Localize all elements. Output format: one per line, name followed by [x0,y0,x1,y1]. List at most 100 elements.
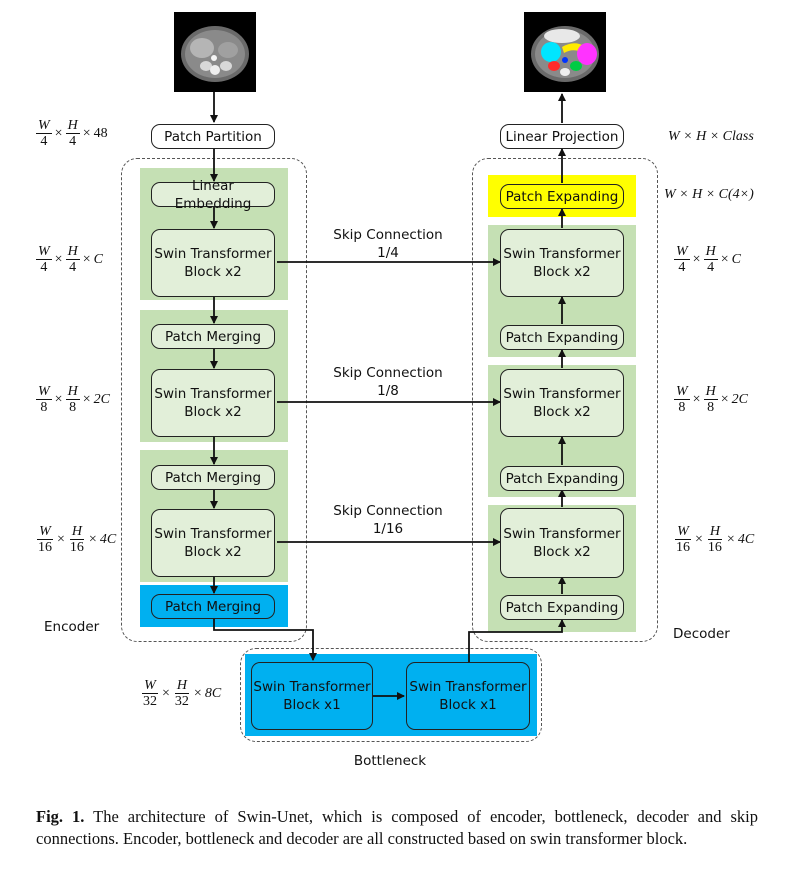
dim-enc2-c: 2C [93,391,110,407]
bottleneck-container [240,648,542,742]
dim-dec3-h: H [707,524,722,540]
caption-label: Fig. 1. [36,807,85,826]
decoder-swin-block-2: Swin Transformer Block x2 [500,369,624,437]
encoder-swin-block-2: Swin Transformer Block x2 [151,369,275,437]
dim-dec1-wd: 4 [678,260,686,275]
dim-dec1-hd: 4 [707,260,715,275]
dim-bn-h: H [174,678,189,694]
dim-dec2-h: H [703,384,718,400]
skip-2-title: Skip Connection [333,365,443,381]
dim-dec2-wd: 8 [678,400,686,415]
dim-enc2-w: W [36,384,52,400]
dim-enc1-hd: 4 [69,260,77,275]
skip-label-1: Skip Connection 1/4 [318,226,458,262]
dim-output: W × H × Class [668,129,754,144]
decoder-label: Decoder [673,626,730,642]
caption-text: The architecture of Swin-Unet, which is … [36,807,758,848]
linear-embedding-box: Linear Embedding [151,178,275,212]
patch-expanding-2-box: Patch Expanding [500,466,624,491]
dim-dec3-c: 4C [737,531,755,547]
skip-label-3: Skip Connection 1/16 [318,502,458,538]
linear-projection-box: Linear Projection [500,124,624,149]
input-ct-image [174,12,256,92]
dim-enc3-hd: 16 [69,540,84,555]
patch-partition-box: Patch Partition [151,124,275,149]
skip-3-title: Skip Connection [333,503,443,519]
decoder-swin-block-2-line2: Block x2 [533,404,591,420]
dim-enc3-wd: 16 [38,540,52,555]
encoder-swin-block-1-line1: Swin Transformer [154,246,272,262]
dim-enc3-w: W [37,524,53,540]
arrow-bottleneck-to-decoder [468,619,566,662]
dim-dec1-h: H [703,244,718,260]
bottleneck-swin-block-b-line1: Swin Transformer [409,679,527,695]
dim-bn-wd: 32 [143,694,157,709]
decoder-swin-block-1-line1: Swin Transformer [503,246,621,262]
decoder-swin-block-1-line2: Block x2 [533,264,591,280]
bottleneck-swin-block-a-line2: Block x1 [283,697,341,713]
dim-dec2-c: 2C [731,391,748,407]
dim-enc1-wd: 4 [40,260,48,275]
encoder-swin-block-2-line1: Swin Transformer [154,386,272,402]
dim-expand: W × H × C(4×) [664,187,754,202]
dim-dec2-hd: 8 [707,400,715,415]
decoder-swin-block-2-line1: Swin Transformer [503,386,621,402]
dim-input-wd: 4 [40,134,48,149]
encoder-swin-block-3-line2: Block x2 [184,544,242,560]
dim-enc3-h: H [69,524,84,540]
dim-bn-w: W [142,678,158,694]
dim-enc1-c: C [93,251,103,267]
arrow-encoder-to-bottleneck [213,618,317,661]
encoder-swin-block-1: Swin Transformer Block x2 [151,229,275,297]
dim-enc3-c: 4C [99,531,117,547]
dim-enc2-wd: 8 [40,400,48,415]
dim-enc2-hd: 8 [69,400,77,415]
dim-enc2-h: H [65,384,80,400]
dim-dec1-w: W [674,244,690,260]
dim-input-w: W [36,118,52,134]
patch-merging-3-box: Patch Merging [151,594,275,619]
dim-dec2-w: W [674,384,690,400]
skip-1-title: Skip Connection [333,227,443,243]
decoder-swin-block-3-line2: Block x2 [533,544,591,560]
dim-input-h: H [65,118,80,134]
dim-dec3-w: W [675,524,691,540]
bottleneck-label: Bottleneck [353,753,427,769]
skip-label-2: Skip Connection 1/8 [318,364,458,400]
patch-merging-1-box: Patch Merging [151,324,275,349]
decoder-swin-block-1: Swin Transformer Block x2 [500,229,624,297]
encoder-label: Encoder [44,619,100,635]
decoder-swin-block-3: Swin Transformer Block x2 [500,508,624,578]
patch-expanding-3-box: Patch Expanding [500,595,624,620]
dim-enc1-w: W [36,244,52,260]
dim-dec3-wd: 16 [676,540,690,555]
dim-bn-hd: 32 [174,694,189,709]
patch-expanding-top-box: Patch Expanding [500,184,624,209]
skip-3-ratio: 1/16 [372,521,404,537]
dim-dec1-c: C [731,251,741,267]
skip-1-ratio: 1/4 [377,245,399,261]
encoder-swin-block-3: Swin Transformer Block x2 [151,509,275,577]
bottleneck-swin-block-a-line1: Swin Transformer [253,679,371,695]
dim-enc1-h: H [65,244,80,260]
dim-bn-c: 8C [204,685,222,701]
patch-expanding-1-box: Patch Expanding [500,325,624,350]
dim-dec3-hd: 16 [707,540,722,555]
decoder-container [472,158,658,642]
encoder-swin-block-1-line2: Block x2 [184,264,242,280]
bottleneck-swin-block-a: Swin Transformer Block x1 [251,662,373,730]
skip-2-ratio: 1/8 [377,383,399,399]
dim-input-c: 48 [93,125,108,141]
encoder-swin-block-3-line1: Swin Transformer [154,526,272,542]
decoder-swin-block-3-line1: Swin Transformer [503,526,621,542]
